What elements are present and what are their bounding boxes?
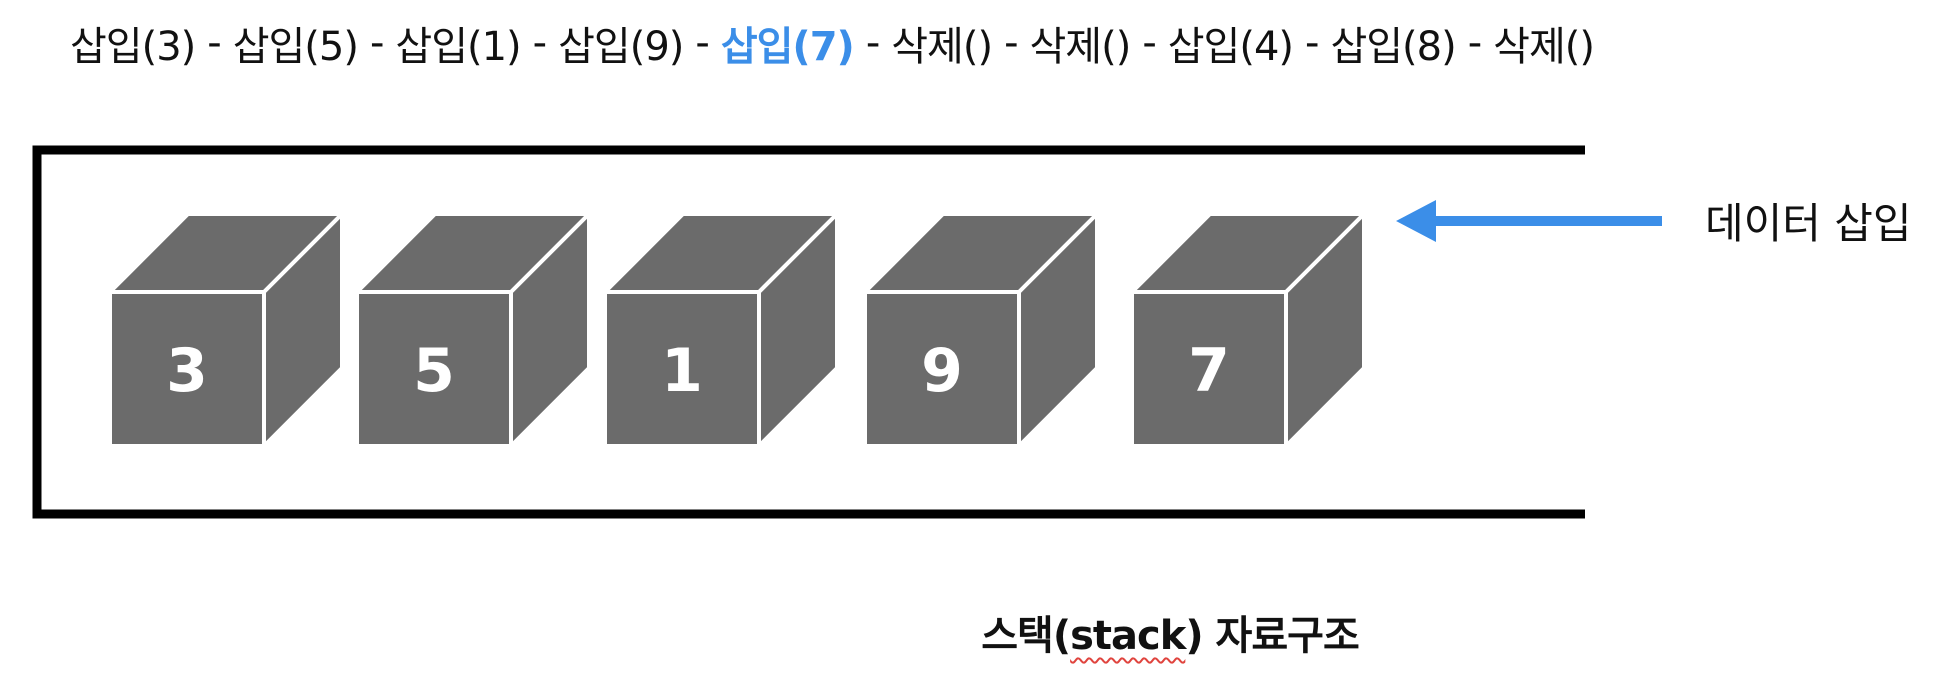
operation-item: 삽입(4)	[1167, 24, 1294, 70]
operation-separator: -	[1142, 20, 1156, 66]
cube-front-face	[603, 290, 761, 448]
operation-item: 삭제()	[1493, 24, 1595, 70]
operation-separator: -	[1305, 20, 1319, 66]
caption-suffix: ) 자료구조	[1185, 613, 1359, 659]
stack-item-value: 9	[921, 336, 963, 406]
stack-item: 1	[600, 209, 842, 451]
stack-item-value: 3	[166, 336, 208, 406]
operation-separator: -	[532, 20, 547, 66]
stack-item-value: 7	[1188, 336, 1230, 406]
cube-front-face	[355, 290, 513, 448]
stack-item-value: 1	[661, 336, 703, 406]
cube-front-face	[1130, 290, 1288, 448]
operation-separator: -	[1467, 20, 1482, 66]
operation-item: 삽입(5)	[232, 24, 359, 70]
operation-item: 삭제()	[1029, 24, 1132, 70]
operation-item: 삭제()	[891, 24, 993, 70]
stack-item-value: 5	[413, 336, 455, 406]
caption-prefix: 스택(	[981, 613, 1071, 659]
stack-frame	[32, 145, 1585, 519]
stack-item: 3	[105, 209, 347, 451]
caption-word: stack	[1070, 613, 1186, 659]
operation-current: 삽입(7)	[720, 24, 855, 70]
operation-separator: -	[695, 20, 709, 66]
operation-separator: -	[1004, 20, 1018, 66]
operation-separator: -	[865, 20, 880, 66]
operation-item: 삽입(3)	[70, 24, 196, 70]
stack-item: 5	[352, 209, 594, 451]
stack-items: 3 5 1 9 7	[105, 209, 1369, 451]
cube-front-face	[863, 290, 1021, 448]
diagram-caption: 스택(stack) 자료구조	[0, 603, 1936, 661]
insert-label: 데이터 삽입	[1705, 199, 1912, 248]
insert-arrow-icon	[1396, 200, 1662, 242]
operation-separator: -	[369, 20, 384, 66]
stack-item: 7	[1127, 209, 1369, 451]
operation-separator: -	[207, 20, 221, 66]
operation-item: 삽입(9)	[558, 24, 684, 70]
stack-item: 9	[860, 209, 1102, 451]
operation-sequence: 삽입(3)-삽입(5)-삽입(1)-삽입(9)-삽입(7)-삭제()-삭제()-…	[70, 10, 1595, 76]
cube-front-face	[108, 290, 266, 448]
operation-item: 삽입(1)	[395, 24, 521, 70]
operation-item: 삽입(8)	[1330, 24, 1456, 70]
